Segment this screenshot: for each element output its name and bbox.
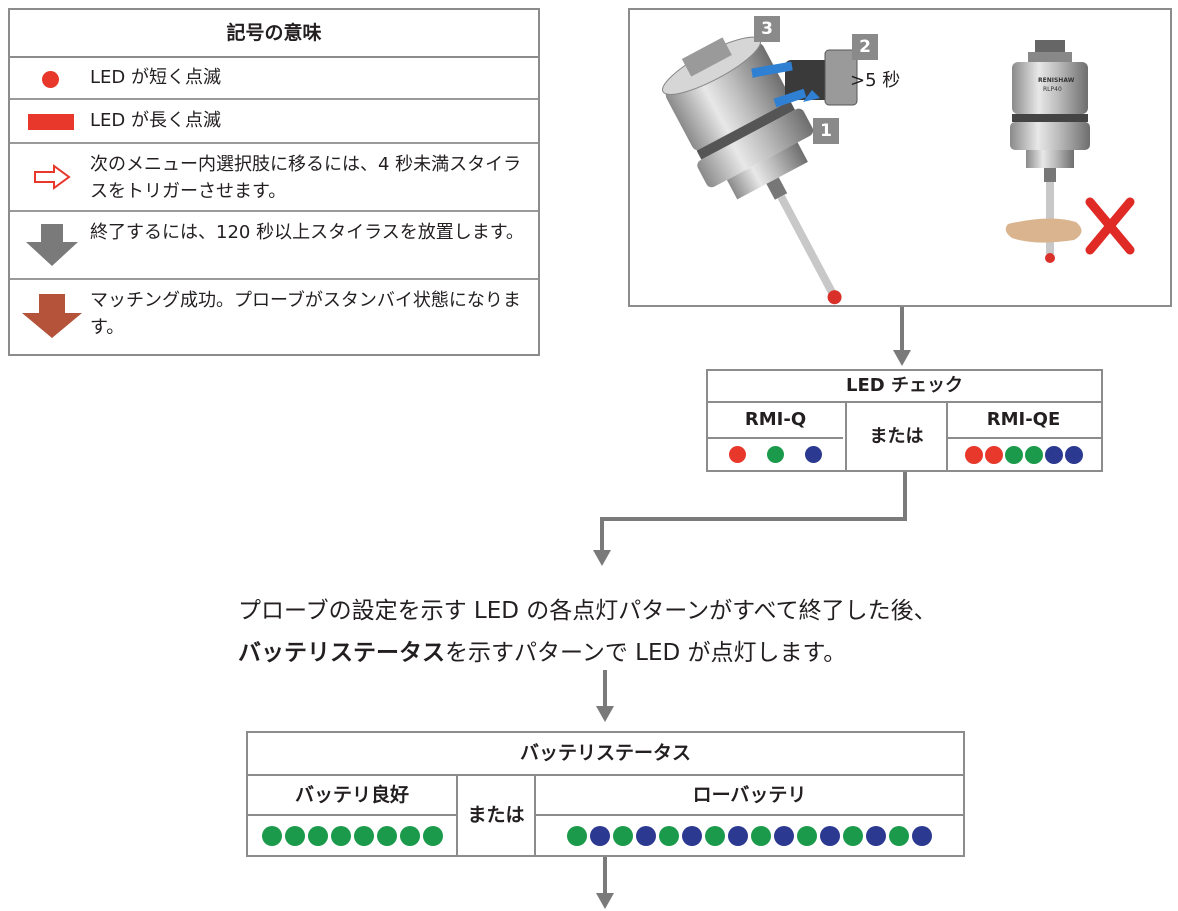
rmi-qe-led-sequence (946, 439, 1101, 470)
connector-line (600, 517, 604, 551)
probe-brand-label: RENISHAW (1038, 77, 1075, 84)
led-check-title: LED チェック (708, 371, 1101, 403)
led-dot (567, 825, 587, 846)
step-2-tag: 2 (852, 34, 878, 60)
led-dot (1004, 445, 1023, 464)
battery-title: バッテリステータス (248, 733, 963, 776)
legend-text: マッチング成功。プローブがスタンバイ状態になります。 (90, 290, 521, 338)
battery-low-led-sequence (536, 816, 963, 855)
arrow-down-icon (596, 706, 614, 722)
rmi-qe-label: RMI-QE (986, 409, 1061, 430)
led-dot (964, 445, 983, 464)
battery-low-label: ローバッテリ (692, 784, 807, 806)
status-message: プローブの設定を示す LED の各点灯パターンがすべて終了した後、 バッテリステ… (238, 590, 1138, 674)
or-label: または (845, 403, 948, 470)
brown-arrow-down-icon (22, 294, 82, 338)
led-dot (399, 825, 420, 846)
gray-arrow-down-icon (26, 224, 78, 266)
led-dot (284, 825, 305, 846)
legend-row-match-success: マッチング成功。プローブがスタンバイ状態になります。 (10, 280, 538, 350)
divider (536, 814, 963, 816)
led-dot (1044, 445, 1063, 464)
led-dot (774, 825, 794, 846)
led-dot (843, 825, 863, 846)
led-dot (751, 825, 771, 846)
connector-line (603, 670, 607, 708)
led-dot (705, 825, 725, 846)
message-line-2: バッテリステータスを示すパターンで LED が点灯します。 (238, 632, 1138, 674)
battery-good-led-sequence (248, 816, 456, 855)
arrow-down-icon (893, 350, 911, 366)
led-dot (728, 825, 748, 846)
led-dot (422, 825, 443, 846)
arrow-down-icon (596, 893, 614, 909)
hold-time-label: >5 秒 (850, 70, 901, 91)
message-bold: バッテリステータス (238, 640, 445, 666)
led-dot (261, 825, 282, 846)
led-dot (729, 446, 746, 463)
led-check-table: LED チェック RMI-Q または RMI-QE (706, 369, 1103, 472)
led-dot (889, 825, 909, 846)
legend-title: 記号の意味 (10, 10, 538, 58)
led-dot (767, 446, 784, 463)
message-rest: を示すパターンで LED が点灯します。 (445, 640, 847, 666)
arrow-down-icon (593, 550, 611, 566)
led-dot (376, 825, 397, 846)
led-dot (682, 825, 702, 846)
led-dot (330, 825, 351, 846)
divider (708, 437, 843, 439)
led-dot (1064, 445, 1083, 464)
probe-photo-panel: 3 2 1 >5 秒 RENISHAW RLP40 (628, 8, 1172, 307)
led-dot (805, 446, 822, 463)
probe-model-label: RLP40 (1043, 86, 1062, 93)
led-dot (1024, 445, 1043, 464)
divider (946, 437, 1101, 439)
outline-arrow-right-icon (34, 164, 71, 190)
connector-line (903, 472, 907, 520)
legend-row-next-option: 次のメニュー内選択肢に移るには、4 秒未満スタイラスをトリガーさせます。 (10, 144, 538, 212)
connector-line (603, 857, 607, 895)
rmi-q-label: RMI-Q (744, 409, 807, 430)
led-dot (613, 825, 633, 846)
probe-illustration (662, 36, 1135, 305)
connector-line (600, 517, 907, 521)
connector-line (900, 307, 904, 351)
led-dot (307, 825, 328, 846)
led-dot (820, 825, 840, 846)
or-label: または (456, 776, 536, 855)
legend-row-exit: 終了するには、120 秒以上スタイラスを放置します。 (10, 212, 538, 280)
step-1-tag: 1 (813, 118, 839, 144)
led-dot (659, 825, 679, 846)
divider (248, 814, 456, 816)
led-dot (636, 825, 656, 846)
legend-text: LED が短く点滅 (90, 67, 221, 88)
led-dot (797, 825, 817, 846)
legend-row-short-blink: LED が短く点滅 (10, 58, 538, 100)
step-3-tag: 3 (754, 16, 780, 42)
led-dot (353, 825, 374, 846)
legend-text: 終了するには、120 秒以上スタイラスを放置します。 (90, 222, 524, 243)
legend-text: LED が長く点滅 (90, 110, 221, 131)
legend-row-long-blink: LED が長く点滅 (10, 100, 538, 144)
led-dot (984, 445, 1003, 464)
led-dot (590, 825, 610, 846)
message-line-1: プローブの設定を示す LED の各点灯パターンがすべて終了した後、 (238, 598, 937, 624)
battery-good-label: バッテリ良好 (294, 784, 409, 806)
rmi-q-led-sequence (708, 439, 843, 470)
battery-status-table: バッテリステータス バッテリ良好 または ローバッテリ (246, 731, 965, 857)
legend-text: 次のメニュー内選択肢に移るには、4 秒未満スタイラスをトリガーさせます。 (90, 154, 522, 202)
red-bar-icon (28, 114, 74, 130)
red-dot-icon (42, 71, 59, 88)
led-dot (866, 825, 886, 846)
led-dot (912, 825, 932, 846)
legend-table: 記号の意味 LED が短く点滅 LED が長く点滅 次のメニュー内選択肢に移るに… (8, 8, 540, 356)
